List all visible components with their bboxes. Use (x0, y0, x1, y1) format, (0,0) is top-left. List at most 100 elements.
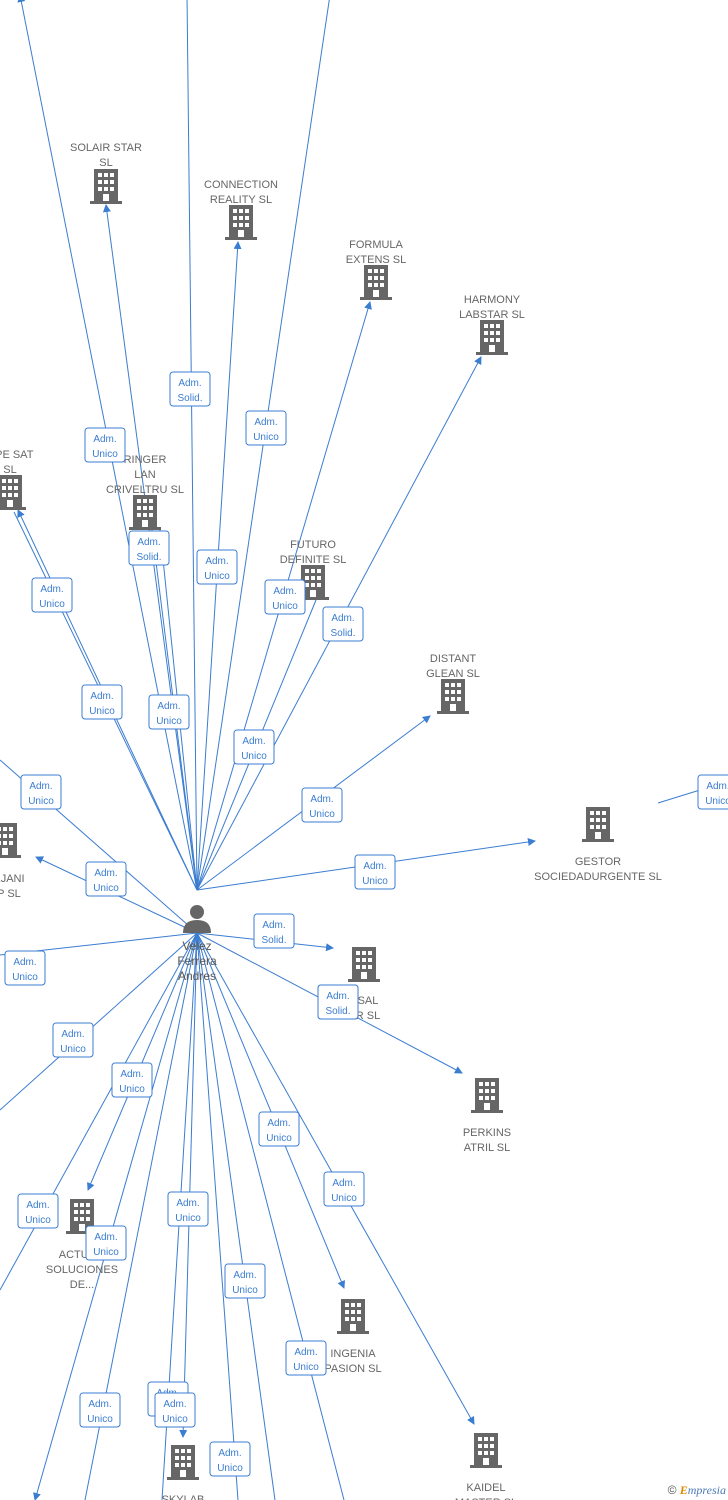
relationship-badge[interactable]: Adm.Unico (154, 1392, 196, 1428)
relationship-badge[interactable]: Adm.Solid. (317, 984, 359, 1020)
relationship-badge[interactable]: Adm. Solid. (169, 371, 211, 407)
relationship-badge[interactable]: Adm.Unico (111, 1062, 153, 1098)
badge-text: Adm. (176, 1198, 199, 1209)
badge-text: Adm. (178, 378, 201, 389)
company-label: GLEAN SL (426, 668, 480, 680)
badge-box (264, 579, 306, 615)
relationship-badge[interactable]: Adm.Unico (264, 579, 306, 615)
relationship-badge[interactable]: Adm.Unico (167, 1191, 209, 1227)
badge-text: Unico (266, 1133, 292, 1144)
building-icon (582, 807, 614, 842)
badge-box (4, 950, 46, 986)
company-node-skylab[interactable]: SKYLAB (162, 1445, 205, 1500)
company-node-solair[interactable]: SOLAIR STAR SL (70, 142, 142, 204)
relationship-badge[interactable]: Adm.Unico (233, 729, 275, 765)
company-label: HARMONY (464, 294, 521, 306)
relationship-badge[interactable]: Adm.Unico (17, 1193, 59, 1229)
edge-line (657, 789, 701, 804)
relationship-badge[interactable]: Adm.Unico (84, 427, 126, 463)
person-icon (183, 920, 211, 933)
badge-box (224, 1263, 266, 1299)
relationship-badge[interactable]: Adm.Unico (224, 1263, 266, 1299)
relationship-badge[interactable]: Adm.Unico (81, 684, 123, 720)
badge-box (17, 1193, 59, 1229)
badge-text: Unico (60, 1044, 86, 1055)
relationship-badge[interactable]: Adm.Unico (31, 577, 73, 613)
relationship-badge[interactable]: Adm.Unico (148, 694, 190, 730)
relationship-badge[interactable]: Adm.Unico (285, 1340, 327, 1376)
badge-box (169, 371, 211, 407)
badge-text: Unico (204, 571, 230, 582)
relationship-badge[interactable]: Adm.Solid. (128, 530, 170, 566)
relationship-badge[interactable]: Adm.Unico (245, 410, 287, 446)
badge-text: Adm. (94, 1232, 117, 1243)
edge-line (196, 932, 276, 1500)
building-icon (348, 947, 380, 982)
company-node-perkins[interactable]: PERKINS ATRIL SL (463, 1078, 511, 1154)
company-label: PERKINS (463, 1127, 511, 1139)
company-label: SL (99, 157, 112, 169)
badge-text: Unico (309, 809, 335, 820)
badge-text: Unico (39, 599, 65, 610)
badge-text: Adm. (218, 1448, 241, 1459)
company-node-kaidel[interactable]: KAIDELMASTER SL (455, 1433, 517, 1500)
badge-text: Adm. (163, 1399, 186, 1410)
relationship-badge[interactable]: Adm.Unico (354, 854, 396, 890)
building-icon (471, 1078, 503, 1113)
relationship-badge[interactable]: Adm.Unico (85, 861, 127, 897)
building-icon (437, 679, 469, 714)
badge-text: Unico (362, 876, 388, 887)
relationship-badge[interactable]: Adm.Unico (697, 774, 728, 810)
company-label: FUTURO (290, 539, 336, 551)
badge-text: Unico (28, 796, 54, 807)
footer: © Empresia (668, 1483, 726, 1498)
company-label: SKYLAB (162, 1494, 205, 1500)
relationship-badge[interactable]: Adm.Unico (79, 1392, 121, 1428)
edge-line (196, 932, 239, 1500)
badge-box (196, 549, 238, 585)
relationship-badge[interactable]: Adm.Unico (52, 1022, 94, 1058)
badge-box (154, 1392, 196, 1428)
person-head (190, 905, 204, 919)
brand-logo[interactable]: Empresia (679, 1483, 726, 1497)
badge-box (354, 854, 396, 890)
badge-text: Solid. (330, 628, 355, 639)
badge-text: Adm. (120, 1069, 143, 1080)
building-icon (167, 1445, 199, 1480)
company-label: ATRIL SL (464, 1142, 510, 1154)
relationship-badge[interactable]: Adm.Unico (258, 1111, 300, 1147)
relationship-badge[interactable]: Adm.Unico (85, 1225, 127, 1261)
relationship-badge[interactable]: Adm.Unico (209, 1441, 251, 1477)
badge-text: Solid. (177, 393, 202, 404)
badge-box (209, 1441, 251, 1477)
relationship-badge[interactable]: Adm.Unico (4, 950, 46, 986)
edge-line (196, 932, 345, 1500)
badge-text: Adm. (326, 991, 349, 1002)
relationship-badge[interactable]: Adm.Unico (196, 549, 238, 585)
badge-text: Adm. (242, 736, 265, 747)
company-label: OPE SAT (0, 449, 34, 461)
relationship-badge[interactable]: Adm.Unico (301, 787, 343, 823)
badge-box (20, 774, 62, 810)
badge-text: Adm. (93, 434, 116, 445)
relationship-badge[interactable]: Adm.Unico (20, 774, 62, 810)
badge-box (31, 577, 73, 613)
company-label: SL (3, 464, 16, 476)
badge-text: Solid. (136, 552, 161, 563)
relationship-badge[interactable]: Adm.Unico (323, 1171, 365, 1207)
company-node-rejani[interactable]: REJANIUP SL (0, 823, 25, 900)
badge-box (84, 427, 126, 463)
relationship-badge[interactable]: Adm.Solid. (322, 606, 364, 642)
company-label: SOLAIR STAR (70, 142, 142, 154)
company-node-europe[interactable]: OPE SAT SL (0, 449, 34, 510)
relationship-badge[interactable]: Adm.Solid. (253, 913, 295, 949)
